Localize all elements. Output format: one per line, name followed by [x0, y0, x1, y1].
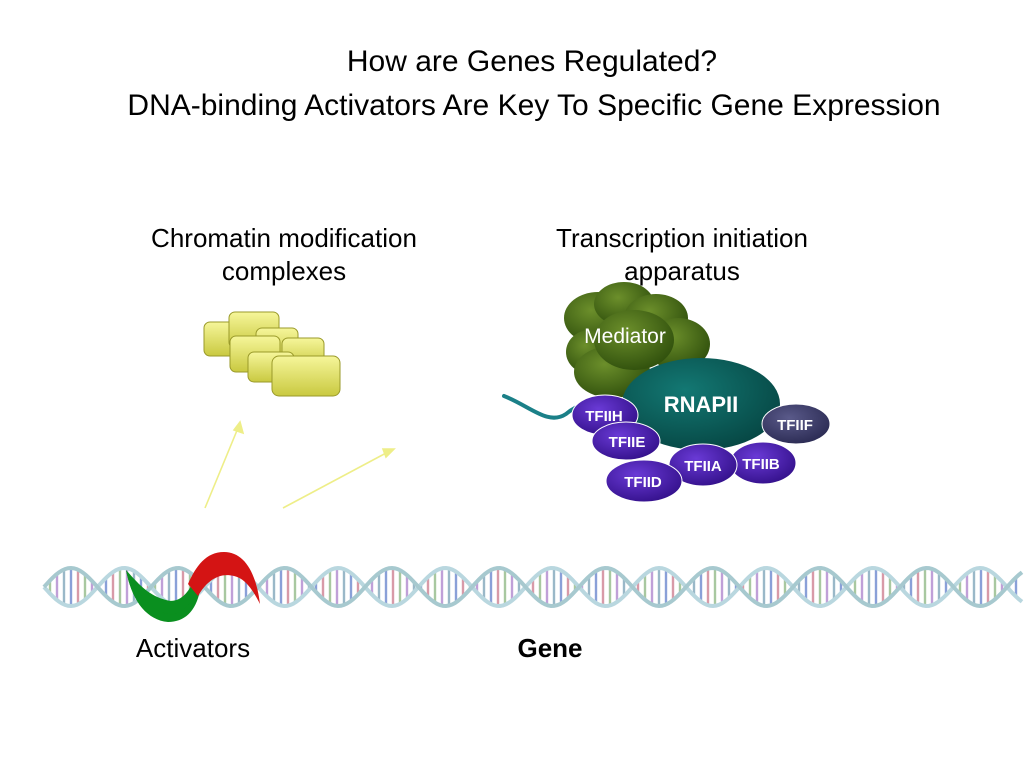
tfiie-label: TFIIE [609, 434, 646, 451]
activators-shape [126, 552, 260, 622]
tfiia-label: TFIIA [684, 458, 722, 475]
title-line-1: How are Genes Regulated? [346, 45, 718, 78]
rnapii-label: RNAPII [664, 392, 739, 417]
dna-backbone-strand [42, 565, 1024, 609]
activators-label: Activators [135, 633, 251, 663]
chromatin-complex-blocks [203, 311, 341, 397]
dna-backbone-strand [42, 565, 1024, 609]
tfiid-label: TFIID [624, 474, 662, 491]
chromatin-label: Chromatin modification complexes [151, 223, 417, 286]
mediator-label: Mediator [584, 325, 666, 348]
transcription-label: Transcription initiation apparatus [556, 223, 808, 286]
dna-double-helix [42, 565, 1024, 609]
rnapii-ellipse [622, 358, 780, 450]
gene-label: Gene [517, 633, 583, 663]
activator-arrows [204, 420, 396, 509]
tfiib-label: TFIIB [742, 456, 780, 473]
title-line-2: DNA-binding Activators Are Key To Specif… [127, 89, 941, 122]
tfiih-label: TFIIH [585, 408, 623, 425]
tfiif-label: TFIIF [777, 417, 813, 434]
general-transcription-factors: TFIIF TFIIH TFIIB TFIIE TFIIA TFIID [571, 394, 831, 503]
